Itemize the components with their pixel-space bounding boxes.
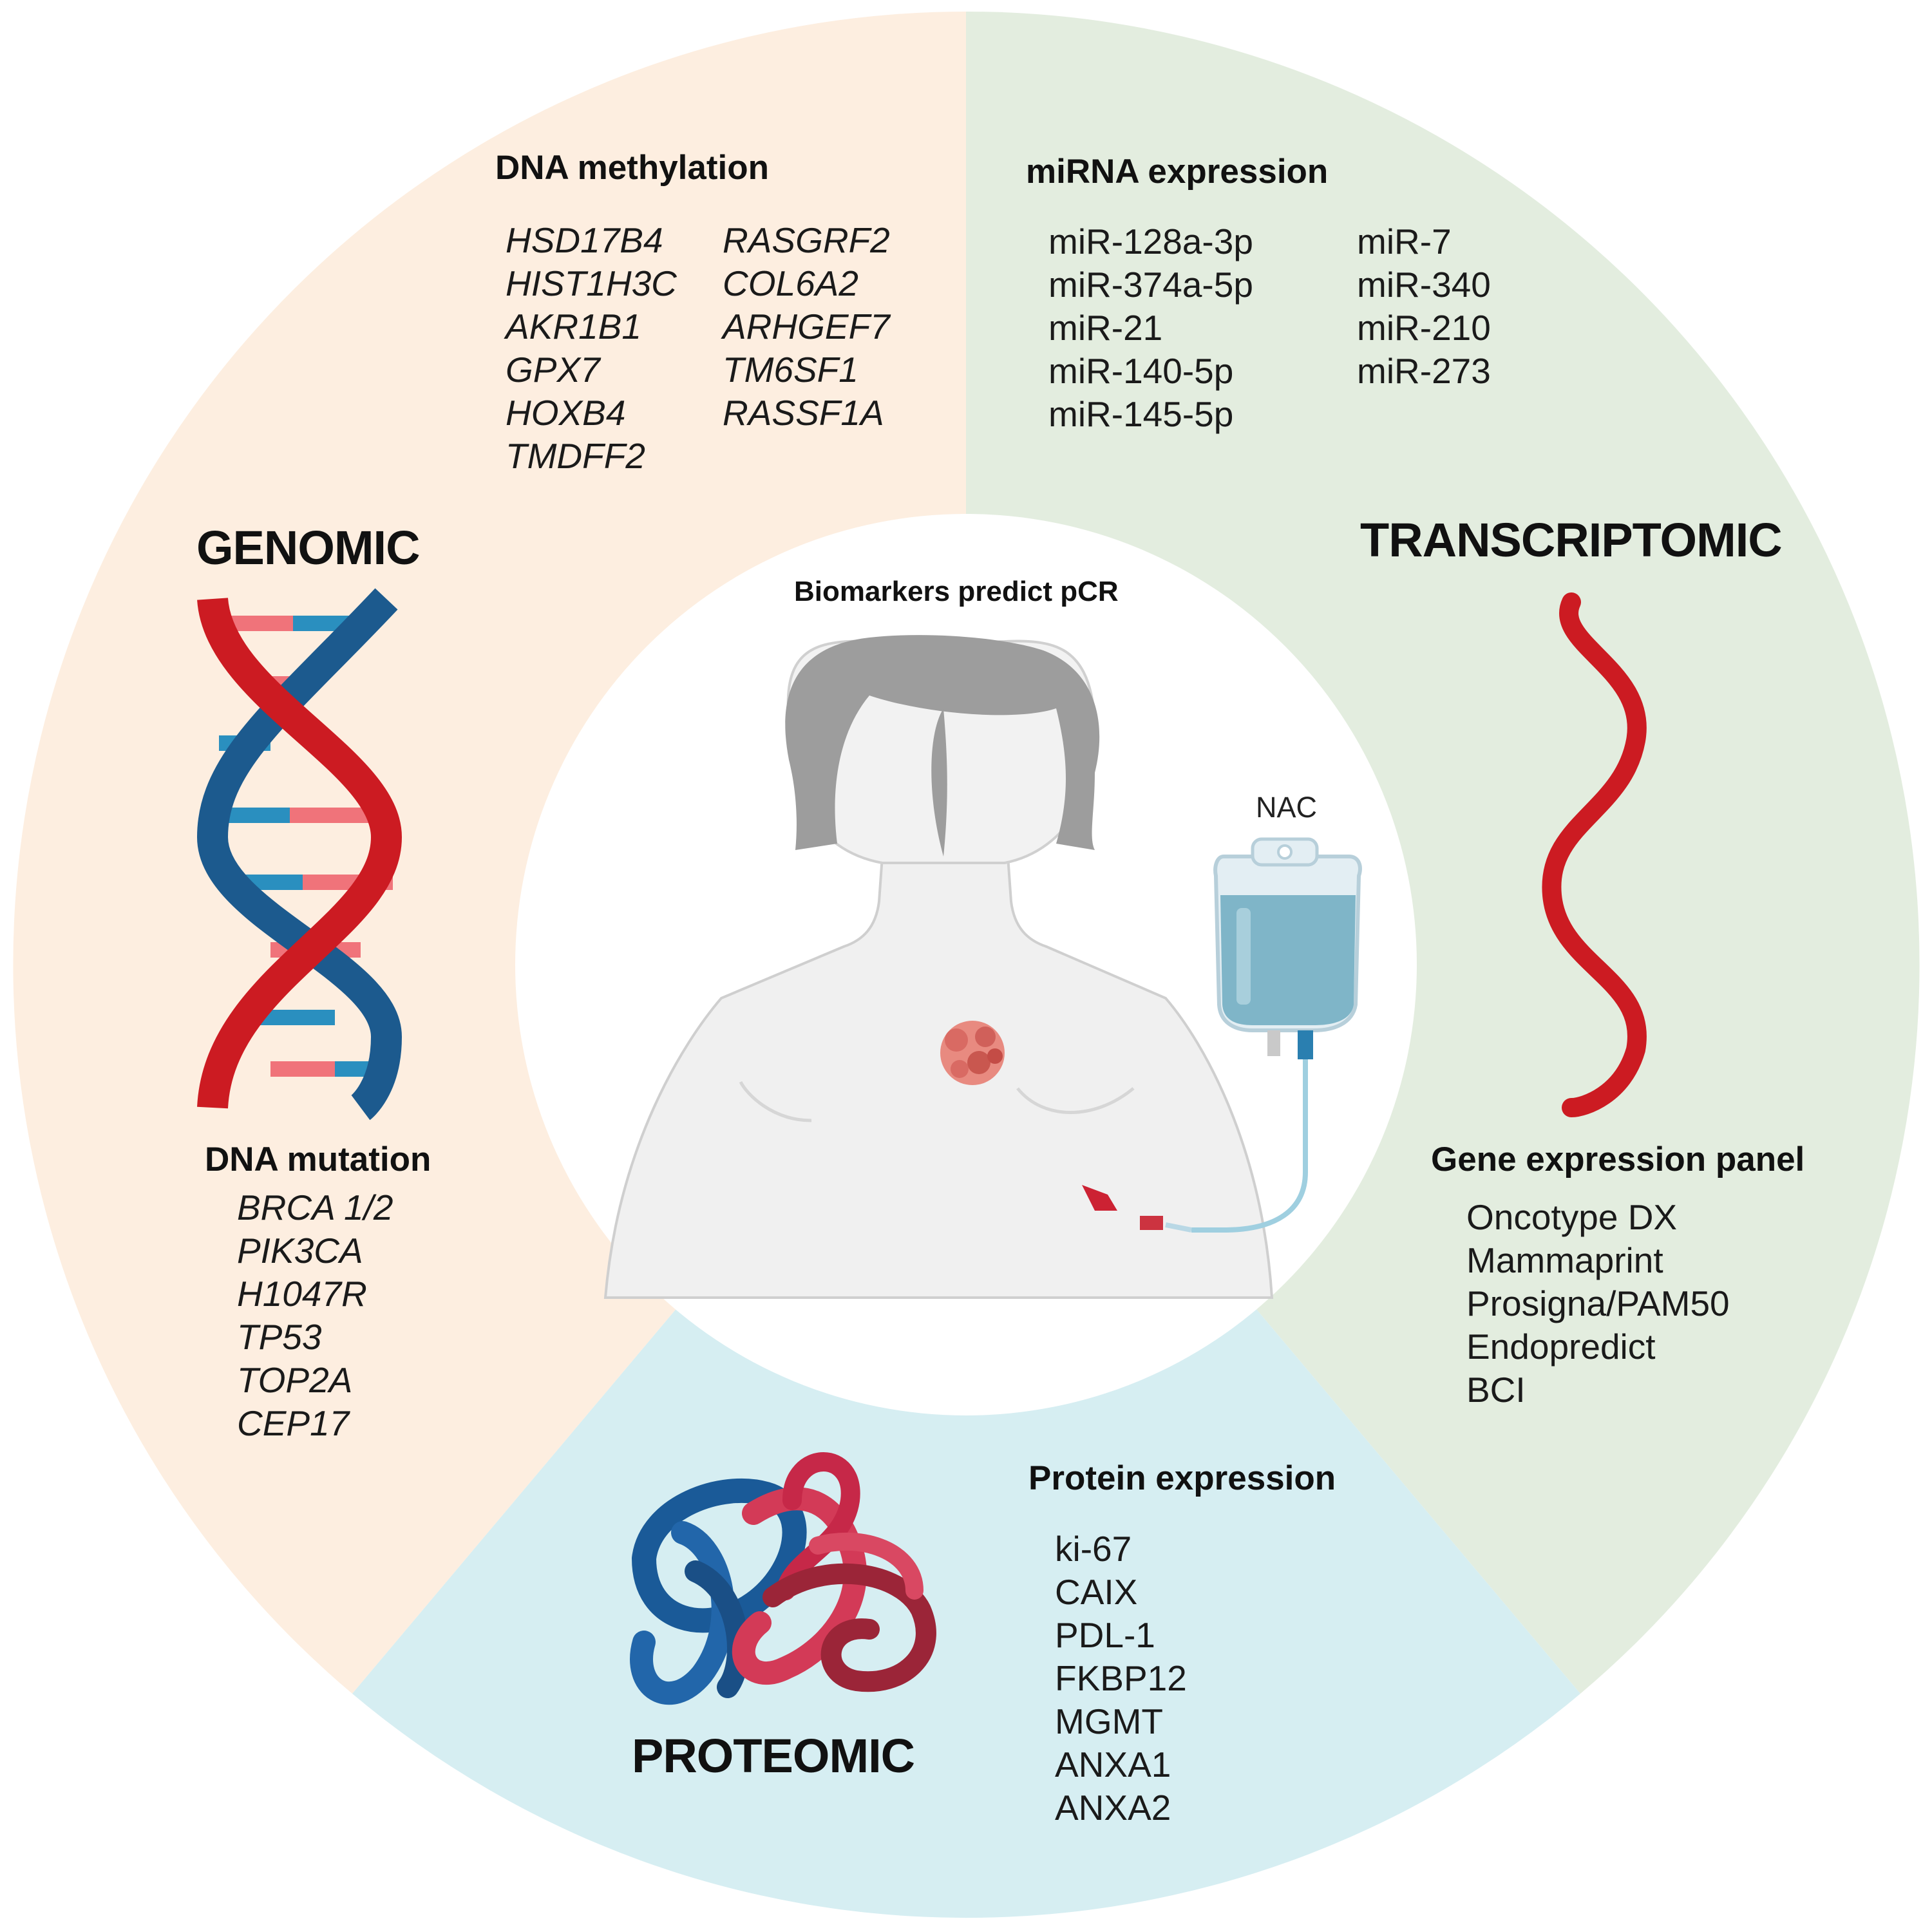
transcriptomic-title: TRANSCRIPTOMIC bbox=[1360, 513, 1783, 567]
list-item: AKR1B1 bbox=[506, 307, 641, 346]
list-item: HIST1H3C bbox=[506, 263, 677, 303]
center-title: Biomarkers predict pCR bbox=[794, 576, 1119, 607]
protein-expression-list: ki-67 CAIX PDL-1 FKBP12 MGMT ANXA1 ANXA2 bbox=[1055, 1528, 1187, 1830]
list-item: ANXA2 bbox=[1055, 1788, 1171, 1828]
list-item: Oncotype DX bbox=[1466, 1197, 1678, 1237]
list-item: miR-340 bbox=[1357, 265, 1491, 305]
transcriptomic-sector bbox=[966, 11, 1920, 1694]
list-item: PDL-1 bbox=[1055, 1615, 1155, 1655]
patient-figure-icon bbox=[603, 635, 1274, 1299]
list-item: HSD17B4 bbox=[506, 220, 663, 260]
list-item: miR-210 bbox=[1357, 308, 1491, 348]
genomic-title: GENOMIC bbox=[196, 521, 421, 574]
dna-methylation-list-col1: HSD17B4 HIST1H3C AKR1B1 GPX7 HOXB4 TMDFF… bbox=[506, 219, 677, 478]
list-item: ki-67 bbox=[1055, 1529, 1132, 1569]
dna-methylation-title: DNA methylation bbox=[495, 149, 770, 187]
list-item: MGMT bbox=[1055, 1701, 1164, 1741]
list-item: RASSF1A bbox=[723, 393, 884, 433]
dna-helix-icon bbox=[196, 588, 402, 1121]
list-item: TMDFF2 bbox=[506, 436, 645, 476]
list-item: FKBP12 bbox=[1055, 1658, 1187, 1698]
tumor-icon bbox=[940, 1021, 1005, 1085]
gene-expression-panel-list: Oncotype DX Mammaprint Prosigna/PAM50 En… bbox=[1466, 1196, 1730, 1412]
list-item: miR-128a-3p bbox=[1048, 222, 1253, 261]
list-item: BCI bbox=[1466, 1370, 1526, 1410]
iv-bag-icon bbox=[1082, 837, 1362, 1233]
protein-expression-title: Protein expression bbox=[1028, 1459, 1336, 1497]
mirna-list-col1: miR-128a-3p miR-374a-5p miR-21 miR-140-5… bbox=[1048, 220, 1253, 436]
list-item: miR-145-5p bbox=[1048, 394, 1234, 434]
list-item: PIK3CA bbox=[237, 1231, 363, 1271]
list-item: TP53 bbox=[237, 1317, 322, 1357]
list-item: CAIX bbox=[1055, 1572, 1138, 1612]
list-item: BRCA 1/2 bbox=[237, 1187, 393, 1227]
dna-methylation-list-col2: RASGRF2 COL6A2 ARHGEF7 TM6SF1 RASSF1A bbox=[723, 219, 890, 435]
mirna-expression-title: miRNA expression bbox=[1026, 153, 1329, 191]
list-item: ARHGEF7 bbox=[723, 307, 890, 346]
list-item: HOXB4 bbox=[506, 393, 626, 433]
list-item: miR-140-5p bbox=[1048, 351, 1234, 391]
proteomic-title: PROTEOMIC bbox=[632, 1729, 915, 1783]
list-item: H1047R bbox=[237, 1274, 367, 1314]
genomic-sector bbox=[13, 12, 966, 1694]
gene-expression-panel-title: Gene expression panel bbox=[1431, 1140, 1805, 1178]
dna-mutation-title: DNA mutation bbox=[205, 1140, 431, 1178]
list-item: TM6SF1 bbox=[723, 350, 858, 390]
list-item: miR-21 bbox=[1048, 308, 1163, 348]
rna-strand-icon bbox=[1542, 592, 1647, 1117]
list-item: Prosigna/PAM50 bbox=[1466, 1283, 1730, 1323]
list-item: CEP17 bbox=[237, 1403, 350, 1443]
nac-label: NAC bbox=[1256, 791, 1318, 824]
list-item: Mammaprint bbox=[1466, 1240, 1663, 1280]
list-item: miR-374a-5p bbox=[1048, 265, 1253, 305]
list-item: Endopredict bbox=[1466, 1327, 1656, 1367]
list-item: COL6A2 bbox=[723, 263, 858, 303]
mirna-list-col2: miR-7 miR-340 miR-210 miR-273 bbox=[1357, 220, 1491, 393]
protein-structure-icon bbox=[630, 1452, 936, 1705]
dna-mutation-list: BRCA 1/2 PIK3CA H1047R TP53 TOP2A CEP17 bbox=[237, 1186, 393, 1445]
list-item: RASGRF2 bbox=[723, 220, 890, 260]
list-item: miR-273 bbox=[1357, 351, 1491, 391]
list-item: ANXA1 bbox=[1055, 1745, 1171, 1784]
list-item: GPX7 bbox=[506, 350, 600, 390]
list-item: miR-7 bbox=[1357, 222, 1452, 261]
list-item: TOP2A bbox=[237, 1360, 353, 1400]
